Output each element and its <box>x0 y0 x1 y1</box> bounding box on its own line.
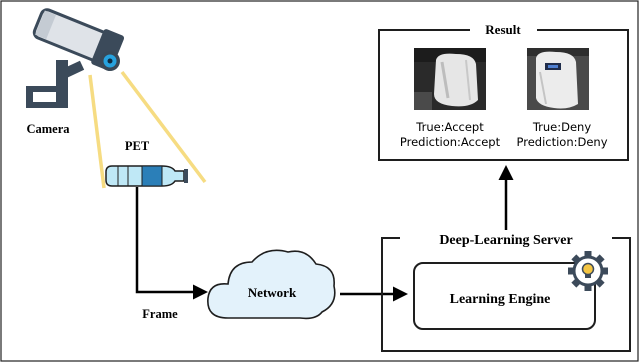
frame-label: Frame <box>142 307 178 321</box>
deep-learning-server-box <box>381 237 631 352</box>
server-title: Deep-Learning Server <box>439 233 572 248</box>
camera-view-cone <box>88 70 207 189</box>
learning-engine-box <box>413 262 596 330</box>
security-camera-icon <box>26 8 125 108</box>
pet-label: PET <box>125 139 150 153</box>
result-2-true: True:Deny <box>532 120 592 134</box>
network-label: Network <box>248 285 297 300</box>
result-1-prediction: Prediction:Accept <box>400 135 501 149</box>
result-title: Result <box>485 22 521 37</box>
result-box <box>378 29 629 161</box>
result-photo-deny <box>527 48 589 110</box>
result-2-prediction: Prediction:Deny <box>516 135 607 149</box>
learning-engine-label: Learning Engine <box>450 292 551 307</box>
result-1-true: True:Accept <box>415 120 484 134</box>
cloud-icon <box>207 249 336 320</box>
pet-bottle-icon <box>105 165 188 187</box>
result-photo-accept <box>414 48 486 110</box>
frame-arrow <box>135 187 208 300</box>
gear-bulb-icon <box>568 251 608 291</box>
camera-label: Camera <box>26 122 70 136</box>
